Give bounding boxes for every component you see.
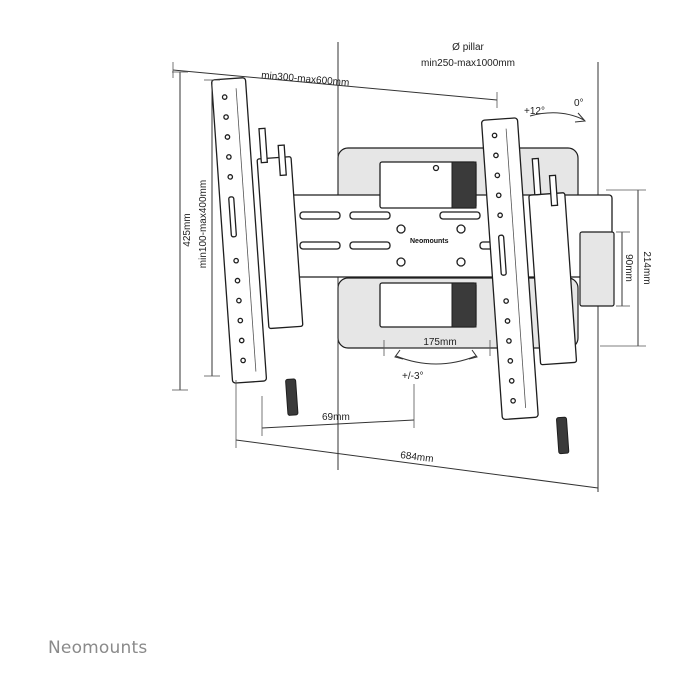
height-dimensions: 425mm min100-max400mm	[172, 71, 220, 391]
offset-dimension: 69mm	[261, 384, 415, 436]
bracket-height-inner-label: 90mm	[623, 254, 634, 282]
total-width-dimension: 684mm	[235, 380, 599, 489]
clamp-width-label: 175mm	[423, 337, 456, 348]
bracket-height-dimensions: 214mm 90mm	[600, 189, 652, 347]
product-logo: Neomounts	[410, 238, 449, 245]
swivel-label: +/-3°	[402, 371, 424, 382]
total-width-label: 684mm	[400, 450, 434, 465]
left-vertical-bracket	[211, 77, 304, 416]
bracket-height-outer-label: 214mm	[641, 251, 652, 284]
height-total-label: 425mm	[182, 213, 193, 246]
tilt-up-label: +12°	[524, 106, 545, 117]
tilt-indicator: +12° 0°	[524, 98, 587, 123]
right-vertical-bracket	[481, 117, 578, 455]
clamp-width-dimension: 175mm	[383, 337, 491, 356]
pillar-range-label: min250-max1000mm	[421, 58, 515, 69]
pillar-clamps	[379, 161, 477, 328]
height-range-label: min100-max400mm	[198, 180, 209, 268]
tilt-zero-label: 0°	[574, 98, 584, 109]
brand-wordmark: Neomounts	[48, 638, 148, 658]
width-range-label: min300-max600mm	[261, 70, 350, 89]
swivel-indicator: +/-3°	[394, 349, 478, 382]
pillar-symbol-label: Ø pillar	[452, 42, 484, 53]
offset-label: 69mm	[322, 412, 350, 423]
